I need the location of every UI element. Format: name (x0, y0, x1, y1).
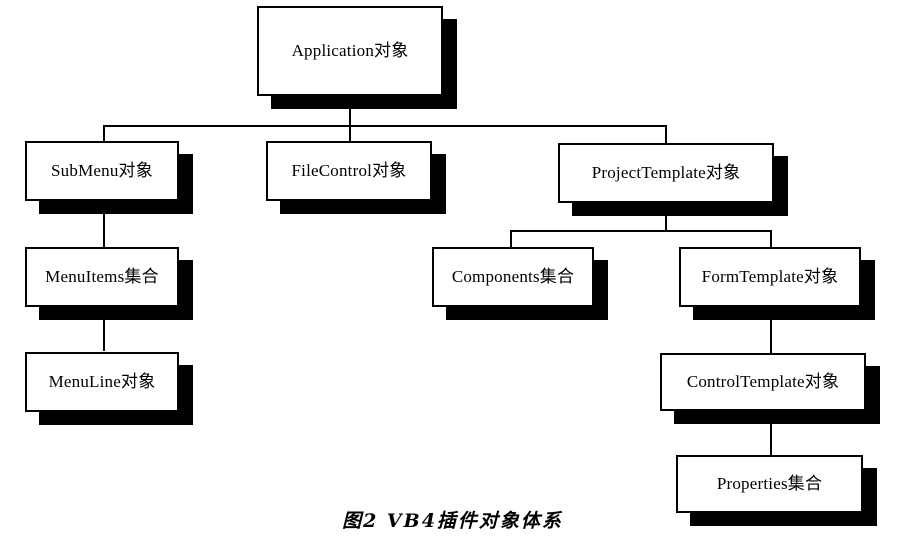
node-properties-label: Properties集合 (716, 473, 823, 493)
connector-bus-to-filecontrol (349, 125, 351, 143)
node-controltemplate-face: ControlTemplate对象 (660, 353, 866, 411)
node-filecontrol-label: FileControl对象 (291, 160, 407, 180)
node-components-label: Components集合 (451, 266, 575, 286)
node-filecontrol-face: FileControl对象 (266, 141, 432, 201)
connector-level2-bus (510, 230, 771, 232)
connector-formtemplate-to-controltemplate (770, 306, 772, 354)
connector-submenu-to-menuitems (103, 200, 105, 248)
node-menuitems-face: MenuItems集合 (25, 247, 179, 307)
node-menuline-label: MenuLine对象 (48, 371, 156, 391)
node-components[interactable]: Components集合 (432, 247, 608, 320)
node-submenu-label: SubMenu对象 (51, 160, 153, 180)
node-controltemplate-label: ControlTemplate对象 (686, 371, 840, 391)
node-properties-face: Properties集合 (676, 455, 863, 513)
node-formtemplate-label: FormTemplate对象 (701, 266, 839, 286)
node-components-face: Components集合 (432, 247, 594, 307)
node-formtemplate[interactable]: FormTemplate对象 (679, 247, 875, 320)
node-formtemplate-face: FormTemplate对象 (679, 247, 861, 307)
node-projecttemplate-label: ProjectTemplate对象 (591, 162, 741, 182)
node-submenu-face: SubMenu对象 (25, 141, 179, 201)
node-properties[interactable]: Properties集合 (676, 455, 877, 526)
connector-bus-to-formtemplate (770, 230, 772, 248)
node-application-face: Application对象 (257, 6, 443, 96)
node-menuitems-label: MenuItems集合 (45, 266, 159, 286)
node-menuitems[interactable]: MenuItems集合 (25, 247, 193, 320)
node-menuline[interactable]: MenuLine对象 (25, 352, 193, 425)
connector-application-down (349, 95, 351, 127)
connector-controltemplate-to-properties (770, 411, 772, 455)
connector-bus-to-components (510, 230, 512, 248)
node-filecontrol[interactable]: FileControl对象 (266, 141, 446, 214)
node-menuline-face: MenuLine对象 (25, 352, 179, 412)
node-projecttemplate[interactable]: ProjectTemplate对象 (558, 143, 788, 216)
connector-menuitems-to-menuline (103, 306, 105, 351)
node-application-label: Application对象 (291, 40, 409, 60)
node-application[interactable]: Application对象 (257, 6, 457, 109)
node-controltemplate[interactable]: ControlTemplate对象 (660, 353, 880, 424)
node-submenu[interactable]: SubMenu对象 (25, 141, 193, 214)
connector-level1-bus (103, 125, 667, 127)
figure-caption: 图2 VB4插件对象体系 (0, 506, 905, 533)
connector-projecttemplate-down (665, 202, 667, 232)
node-projecttemplate-face: ProjectTemplate对象 (558, 143, 774, 203)
figure-caption-text: 图2 VB4插件对象体系 (342, 510, 563, 532)
connector-bus-to-submenu (103, 125, 105, 143)
connector-bus-to-projecttemplate (665, 125, 667, 143)
